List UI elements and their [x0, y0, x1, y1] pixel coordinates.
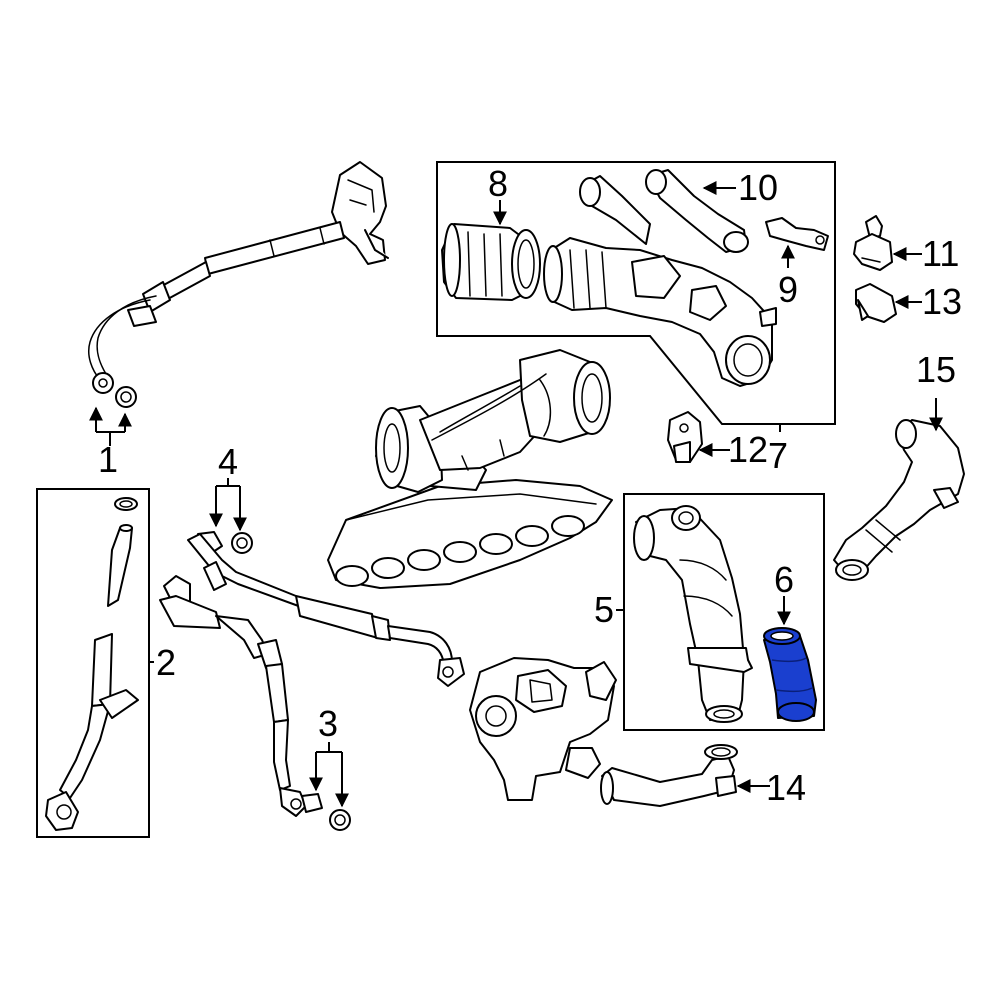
- intake-housing: [543, 237, 777, 387]
- callout-14: 14: [766, 767, 806, 808]
- part-14-coolant-pipe[interactable]: [600, 744, 738, 807]
- part-9-bracket[interactable]: [765, 217, 829, 251]
- part-12-sensor[interactable]: [667, 411, 703, 463]
- callout-13: 13: [922, 281, 962, 322]
- callout-1: 1: [98, 439, 118, 480]
- part-1-oil-line[interactable]: [88, 161, 389, 408]
- callout-6: 6: [774, 559, 794, 600]
- part-10-intake-tube[interactable]: [579, 169, 749, 253]
- callout-4: 4: [218, 441, 238, 482]
- part-5-intake-pipe[interactable]: [633, 505, 753, 723]
- callout-2: 2: [156, 642, 176, 683]
- callout-9: 9: [778, 269, 798, 310]
- callout-10: 10: [738, 167, 778, 208]
- part-11-sensor[interactable]: [853, 215, 893, 271]
- part-8-intake-coupler[interactable]: [441, 223, 541, 301]
- water-pump: [469, 657, 617, 801]
- part-13-sensor[interactable]: [855, 283, 897, 323]
- callout-15: 15: [916, 349, 956, 390]
- part-6-intake-hose[interactable]: [763, 627, 817, 722]
- callout-5: 5: [594, 589, 614, 630]
- callout-7: 7: [768, 435, 788, 476]
- part-2-oil-return-line[interactable]: [45, 497, 139, 831]
- turbocharger-assembly: [327, 349, 613, 589]
- callout-11: 11: [922, 233, 959, 274]
- callout-8: 8: [488, 163, 508, 204]
- box-part-7: [436, 161, 836, 425]
- callout-12: 12: [728, 429, 768, 470]
- box-part-5: [623, 493, 825, 731]
- coolant-line-lower[interactable]: [159, 575, 307, 817]
- part-15-charge-pipe[interactable]: [833, 419, 965, 581]
- part-3-banjo-bolt[interactable]: [301, 793, 351, 831]
- coolant-line-upper[interactable]: [187, 533, 465, 687]
- callout-3: 3: [318, 703, 338, 744]
